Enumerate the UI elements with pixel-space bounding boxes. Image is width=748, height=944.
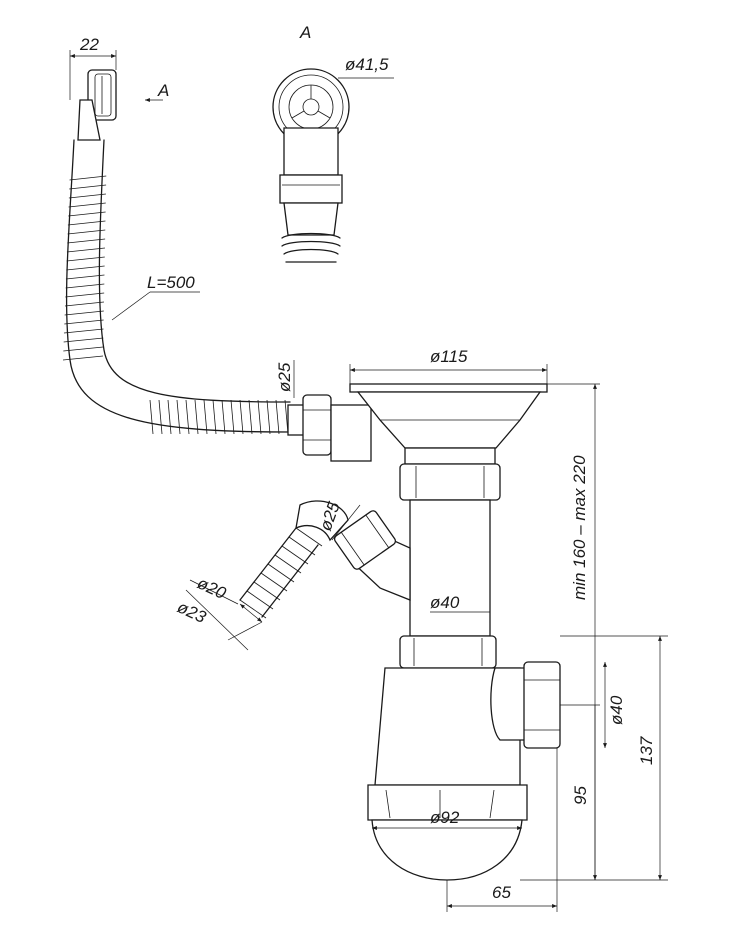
hose-rib — [63, 328, 104, 334]
overflow-connector: ø25 — [275, 360, 372, 462]
pipe-dia-label: ø40 — [430, 593, 460, 612]
view-diameter-label: ø41,5 — [345, 55, 389, 74]
section-arrow-label: A — [157, 81, 169, 100]
view-a-detail: A ø41,5 — [272, 23, 394, 263]
small-hose-rib — [281, 545, 309, 565]
hose-rib — [68, 211, 106, 217]
hose-outer-dia-label: ø23 — [174, 597, 209, 627]
small-hose-rib — [260, 572, 288, 592]
cup-dia-label: ø92 — [430, 808, 460, 827]
hose-rib — [69, 184, 107, 190]
height-137-label: 137 — [637, 736, 656, 765]
hose-rib — [66, 247, 106, 253]
hose-rib — [248, 399, 253, 435]
bowl-dia-label: ø115 — [430, 347, 468, 366]
hose-rib — [167, 399, 172, 435]
hose-inner-dia-label: ø20 — [194, 573, 229, 603]
hose-rib — [194, 399, 199, 435]
hose-length-label: L=500 — [147, 273, 195, 292]
hose-rib — [62, 355, 104, 361]
bottle-trap: ø92 — [367, 661, 561, 881]
hose-rib — [212, 399, 217, 435]
strainer-bowl: ø115 — [349, 347, 548, 465]
overflow-dia-label: ø25 — [275, 362, 294, 392]
hose-rib — [67, 220, 106, 226]
hose-rib — [67, 229, 106, 235]
hose-rib — [230, 399, 235, 435]
small-hose-rib — [288, 536, 316, 556]
lower-nut — [399, 635, 497, 669]
hose-rib — [67, 238, 106, 244]
outlet-dia-label: ø40 — [607, 695, 626, 725]
hose-rib — [203, 399, 208, 435]
height-range-label: min 160 – max 220 — [570, 455, 589, 600]
small-hose: ø20 ø23 — [174, 527, 323, 651]
hose-rib — [221, 399, 226, 435]
offset-65-label: 65 — [492, 883, 511, 902]
side-inlet: ø25 — [295, 499, 411, 601]
small-hose-rib — [253, 581, 281, 601]
hose-rib — [69, 175, 107, 181]
top-width-label: 22 — [79, 35, 99, 54]
hose-rib — [149, 399, 154, 435]
small-hose-rib — [239, 599, 267, 619]
hose-rib — [65, 274, 105, 280]
small-hose-rib — [267, 563, 295, 583]
hose-rib — [158, 399, 163, 435]
small-hose-rib — [295, 527, 323, 547]
overflow-hose: L=500 — [62, 139, 291, 435]
hose-rib — [64, 301, 105, 307]
hose-rib — [68, 193, 106, 199]
small-hose-rib — [274, 554, 302, 574]
hose-rib — [275, 399, 280, 435]
hose-rib — [185, 399, 190, 435]
hose-rib — [66, 265, 105, 271]
hose-rib — [64, 310, 104, 316]
vertical-pipe: ø40 — [409, 499, 491, 637]
hose-rib — [65, 292, 105, 298]
upper-nut — [399, 463, 501, 501]
dimension-lines: min 160 – max 220 137 95 ø40 65 — [446, 383, 668, 912]
hose-rib — [63, 337, 104, 343]
height-95-label: 95 — [571, 786, 590, 805]
hose-rib — [66, 256, 105, 262]
hose-rib — [257, 399, 262, 435]
hose-rib — [64, 319, 104, 325]
hose-rib — [266, 399, 271, 435]
overflow-grille: 22 A — [69, 35, 169, 141]
hose-rib — [63, 346, 104, 352]
view-marker-label: A — [299, 23, 311, 42]
hose-rib — [68, 202, 106, 208]
hose-rib — [239, 399, 244, 435]
hose-rib — [176, 399, 181, 435]
small-hose-rib — [246, 590, 274, 610]
hose-rib — [65, 283, 105, 289]
